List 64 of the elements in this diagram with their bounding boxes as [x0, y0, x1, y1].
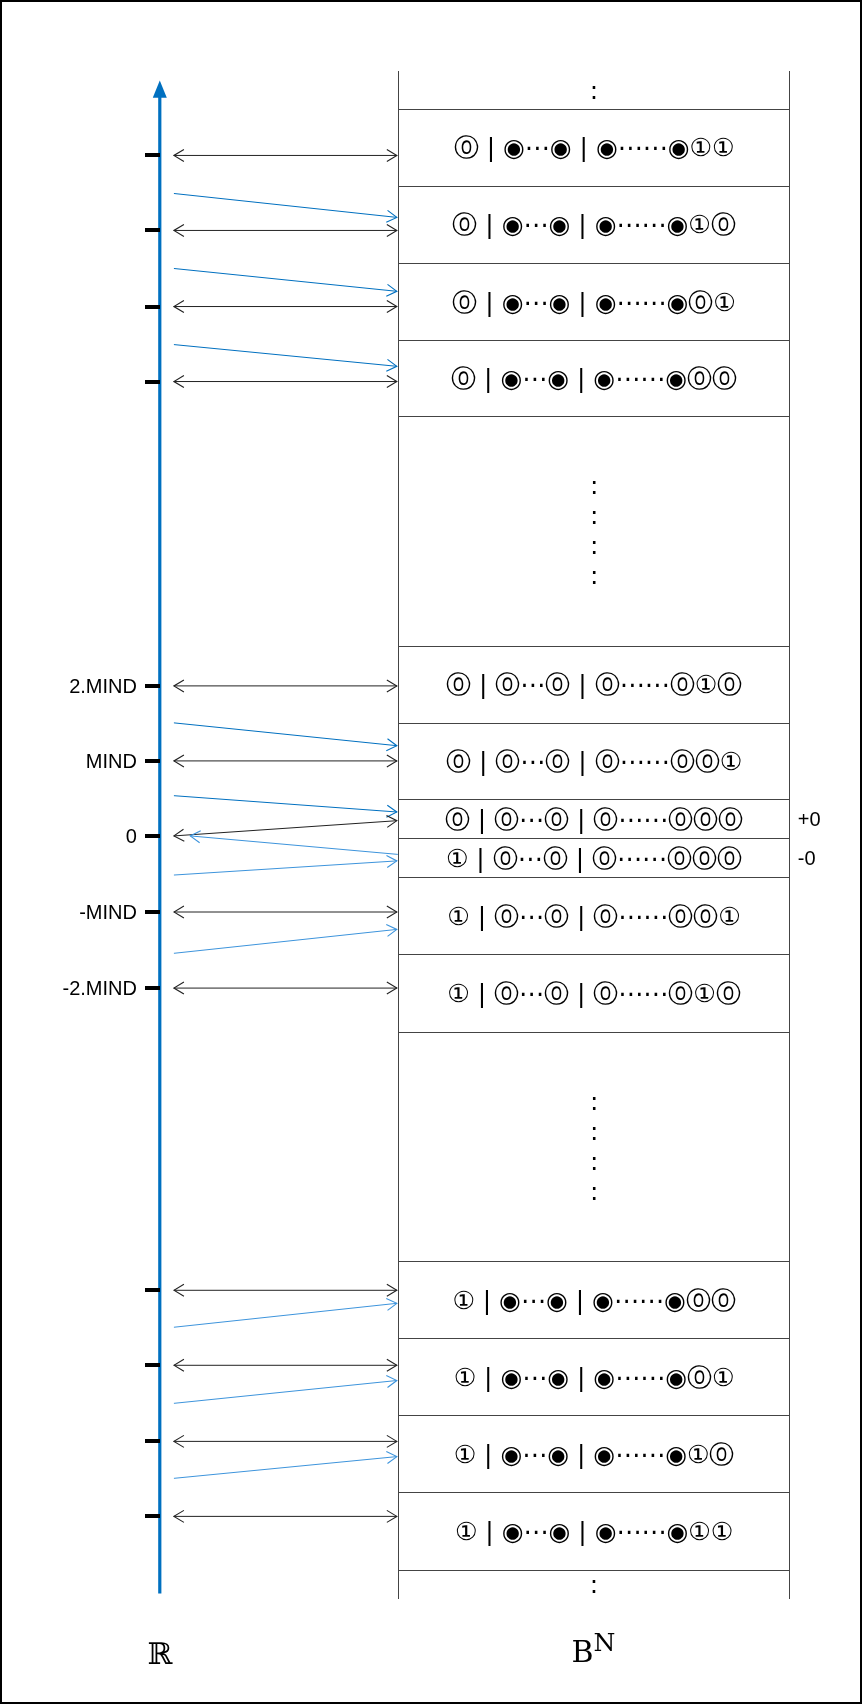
arrow [173, 1509, 398, 1523]
bit-pattern-cell: ① | ◉⋯◉ | ◉⋯⋯◉①⓪ [397, 1415, 791, 1494]
bit-pattern-cell: ⓪ | ⓪⋯⓪ | ⓪⋯⋯⓪⓪⓪ [397, 798, 791, 840]
arrow [173, 344, 398, 372]
tick-mark [144, 910, 160, 914]
bit-pattern-cell: ① | ◉⋯◉ | ◉⋯⋯◉⓪① [397, 1338, 791, 1417]
tick-label: 2.MIND [69, 673, 137, 698]
tick-mark [144, 304, 160, 309]
tick-mark [144, 1288, 160, 1293]
tick-mark [144, 986, 160, 991]
bit-pattern-cell: ⓪ | ⓪⋯⓪ | ⓪⋯⋯⓪①⓪ [397, 645, 791, 724]
ellipsis-cell: : [397, 1569, 791, 1599]
arrow [173, 1451, 398, 1479]
sign-label: +0 [797, 806, 821, 831]
arrow [173, 375, 398, 389]
arrow [173, 981, 398, 995]
arrow [173, 855, 398, 876]
arrow [173, 1283, 398, 1297]
arrow [173, 722, 398, 752]
tick-mark [144, 1439, 160, 1444]
tick-mark [144, 1363, 160, 1368]
tick-label: -MIND [79, 900, 137, 924]
tick-mark [144, 153, 160, 158]
arrow [173, 148, 398, 162]
bit-pattern-cell: ⓪ | ◉⋯◉ | ◉⋯⋯◉⓪① [397, 263, 791, 342]
tick-label: 0 [125, 823, 137, 848]
bit-pattern-cell: ① | ⓪⋯⓪ | ⓪⋯⋯⓪⓪⓪ [397, 838, 791, 879]
arrow [173, 754, 398, 768]
arrow [173, 223, 398, 237]
tick-mark [144, 833, 160, 838]
arrow [173, 1375, 398, 1404]
bit-pattern-cell: ⓪ | ⓪⋯⓪ | ⓪⋯⋯⓪⓪① [397, 722, 791, 800]
arrow [173, 1358, 398, 1372]
tick-mark [144, 379, 160, 384]
bit-pattern-cell: ⓪ | ◉⋯◉ | ◉⋯⋯◉①① [397, 108, 791, 187]
arrow [173, 193, 398, 223]
arrow [173, 1434, 398, 1448]
ellipsis-cell: : [397, 70, 791, 110]
arrow [173, 905, 398, 919]
bit-pattern-cell: ① | ◉⋯◉ | ◉⋯⋯◉①① [397, 1492, 791, 1571]
set-symbol: B$^{N}$ [571, 1626, 616, 1670]
bit-pattern-cell: ① | ⓪⋯⓪ | ⓪⋯⋯⓪⓪① [397, 877, 791, 956]
tick-mark [144, 228, 160, 233]
ellipsis-cell: : : : : [397, 416, 791, 647]
arrow [173, 795, 398, 818]
tick-label: -2.MIND [62, 976, 137, 1001]
set-symbol: ℝ [147, 1636, 173, 1673]
tick-label: MIND [85, 748, 137, 773]
arrow [173, 300, 398, 314]
tick-mark [144, 683, 160, 688]
ellipsis-cell: : : : : [397, 1031, 791, 1262]
arrow [173, 268, 398, 297]
arrow [173, 923, 398, 954]
tick-mark [144, 758, 160, 763]
bit-pattern-cell: ⓪ | ◉⋯◉ | ◉⋯⋯◉①⓪ [397, 185, 791, 265]
bit-pattern-cell: ⓪ | ◉⋯◉ | ◉⋯⋯◉⓪⓪ [397, 340, 791, 418]
arrow [173, 679, 398, 693]
arrow [189, 830, 399, 855]
arrow [173, 814, 398, 842]
tick-mark [144, 1514, 160, 1519]
bit-pattern-cell: ① | ⓪⋯⓪ | ⓪⋯⋯⓪①⓪ [397, 954, 791, 1033]
bit-pattern-cell: ① | ◉⋯◉ | ◉⋯⋯◉⓪⓪ [397, 1260, 791, 1340]
sign-label: -0 [797, 845, 816, 870]
arrow [173, 1297, 398, 1328]
